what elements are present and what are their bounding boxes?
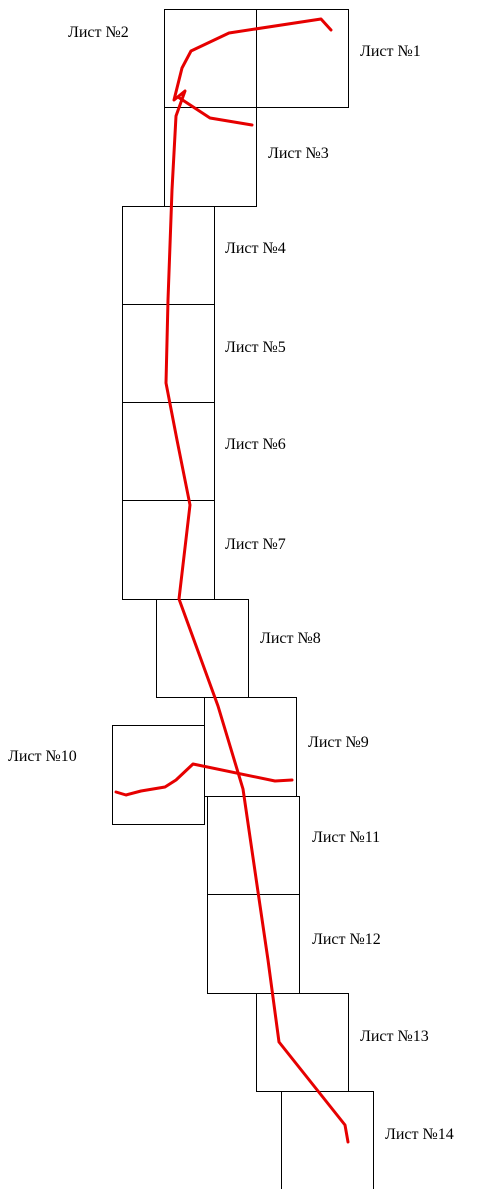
sheet-8-frame — [156, 599, 249, 698]
sheet-12-label: Лист №12 — [312, 931, 381, 948]
sheet-6-frame — [122, 402, 215, 501]
sheet-10-label: Лист №10 — [8, 748, 77, 765]
sheet-12-frame — [207, 894, 300, 994]
route-branch-sheet3 — [176, 95, 254, 127]
route-main-line — [164, 17, 350, 1144]
sheet-14-label: Лист №14 — [385, 1126, 454, 1143]
sheet-2-frame — [164, 9, 257, 108]
sheet-2-label: Лист №2 — [68, 24, 129, 41]
sheet-11-frame — [207, 796, 300, 895]
sheet-13-label: Лист №13 — [360, 1028, 429, 1045]
sheet-3-label: Лист №3 — [268, 145, 329, 162]
sheet-11-label: Лист №11 — [312, 829, 380, 846]
sheet-7-label: Лист №7 — [225, 536, 286, 553]
sheet-1-frame — [256, 9, 349, 108]
sheet-4-label: Лист №4 — [225, 240, 286, 257]
sheet-10-frame — [112, 725, 205, 825]
sheet-8-label: Лист №8 — [260, 630, 321, 647]
sheet-14-frame — [281, 1091, 374, 1189]
sheet-7-frame — [122, 500, 215, 600]
sheet-1-label: Лист №1 — [360, 43, 421, 60]
route-branch-sheet10 — [114, 762, 294, 797]
sheet-6-label: Лист №6 — [225, 436, 286, 453]
sheet-5-label: Лист №5 — [225, 339, 286, 356]
sheet-13-frame — [256, 993, 349, 1092]
sheet-9-label: Лист №9 — [308, 734, 369, 751]
